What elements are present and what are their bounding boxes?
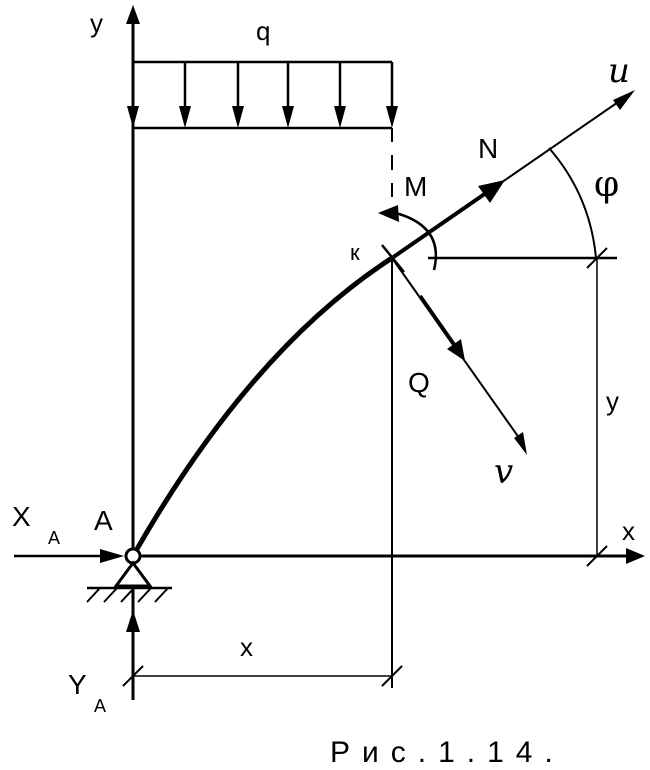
load-label: q — [256, 16, 270, 46]
moment-label: M — [404, 171, 427, 202]
y-dimension-label: y — [606, 386, 619, 416]
reaction-y-label: Y — [68, 669, 87, 700]
pinned-support — [86, 547, 172, 603]
support-point-label: A — [94, 505, 113, 536]
figure-caption: Рис.1.14. — [330, 736, 565, 769]
y-axis-label: y — [90, 8, 103, 38]
y-dimension-tick-bottom — [586, 545, 608, 567]
x-dimension-tick-right — [381, 665, 403, 687]
angle-label: φ — [594, 164, 619, 205]
moment-arc — [391, 210, 438, 271]
load-arrowheads — [127, 106, 398, 128]
reaction-x-subscript: A — [48, 528, 60, 548]
normal-force-label: N — [478, 133, 498, 164]
v-axis-label: v — [494, 452, 513, 492]
reaction-x-label: X — [12, 501, 31, 532]
shear-force-arrow — [418, 294, 457, 348]
normal-force-arrowhead — [478, 180, 505, 203]
reaction-x-arrowhead — [100, 549, 124, 563]
u-axis-arrowhead — [613, 90, 635, 110]
shear-force-arrowhead — [447, 339, 465, 361]
shear-force-label: Q — [408, 367, 430, 398]
normal-force-arrow — [390, 191, 488, 260]
arch-curve — [130, 255, 394, 558]
reaction-y-arrowhead — [126, 610, 140, 632]
angle-arc — [548, 147, 597, 259]
v-axis-arrowhead — [514, 432, 527, 455]
reaction-y-subscript: A — [94, 696, 106, 716]
y-axis-arrowhead — [126, 5, 140, 24]
y-dimension-tick-top — [586, 247, 608, 269]
section-point-label: к — [350, 240, 360, 265]
x-axis-arrowhead — [626, 548, 645, 564]
x-dimension-label: x — [240, 632, 253, 662]
x-axis-label: x — [622, 516, 635, 546]
load-arrows — [131, 62, 394, 108]
u-axis-label: u — [608, 51, 630, 91]
moment-arrowhead — [378, 205, 399, 222]
